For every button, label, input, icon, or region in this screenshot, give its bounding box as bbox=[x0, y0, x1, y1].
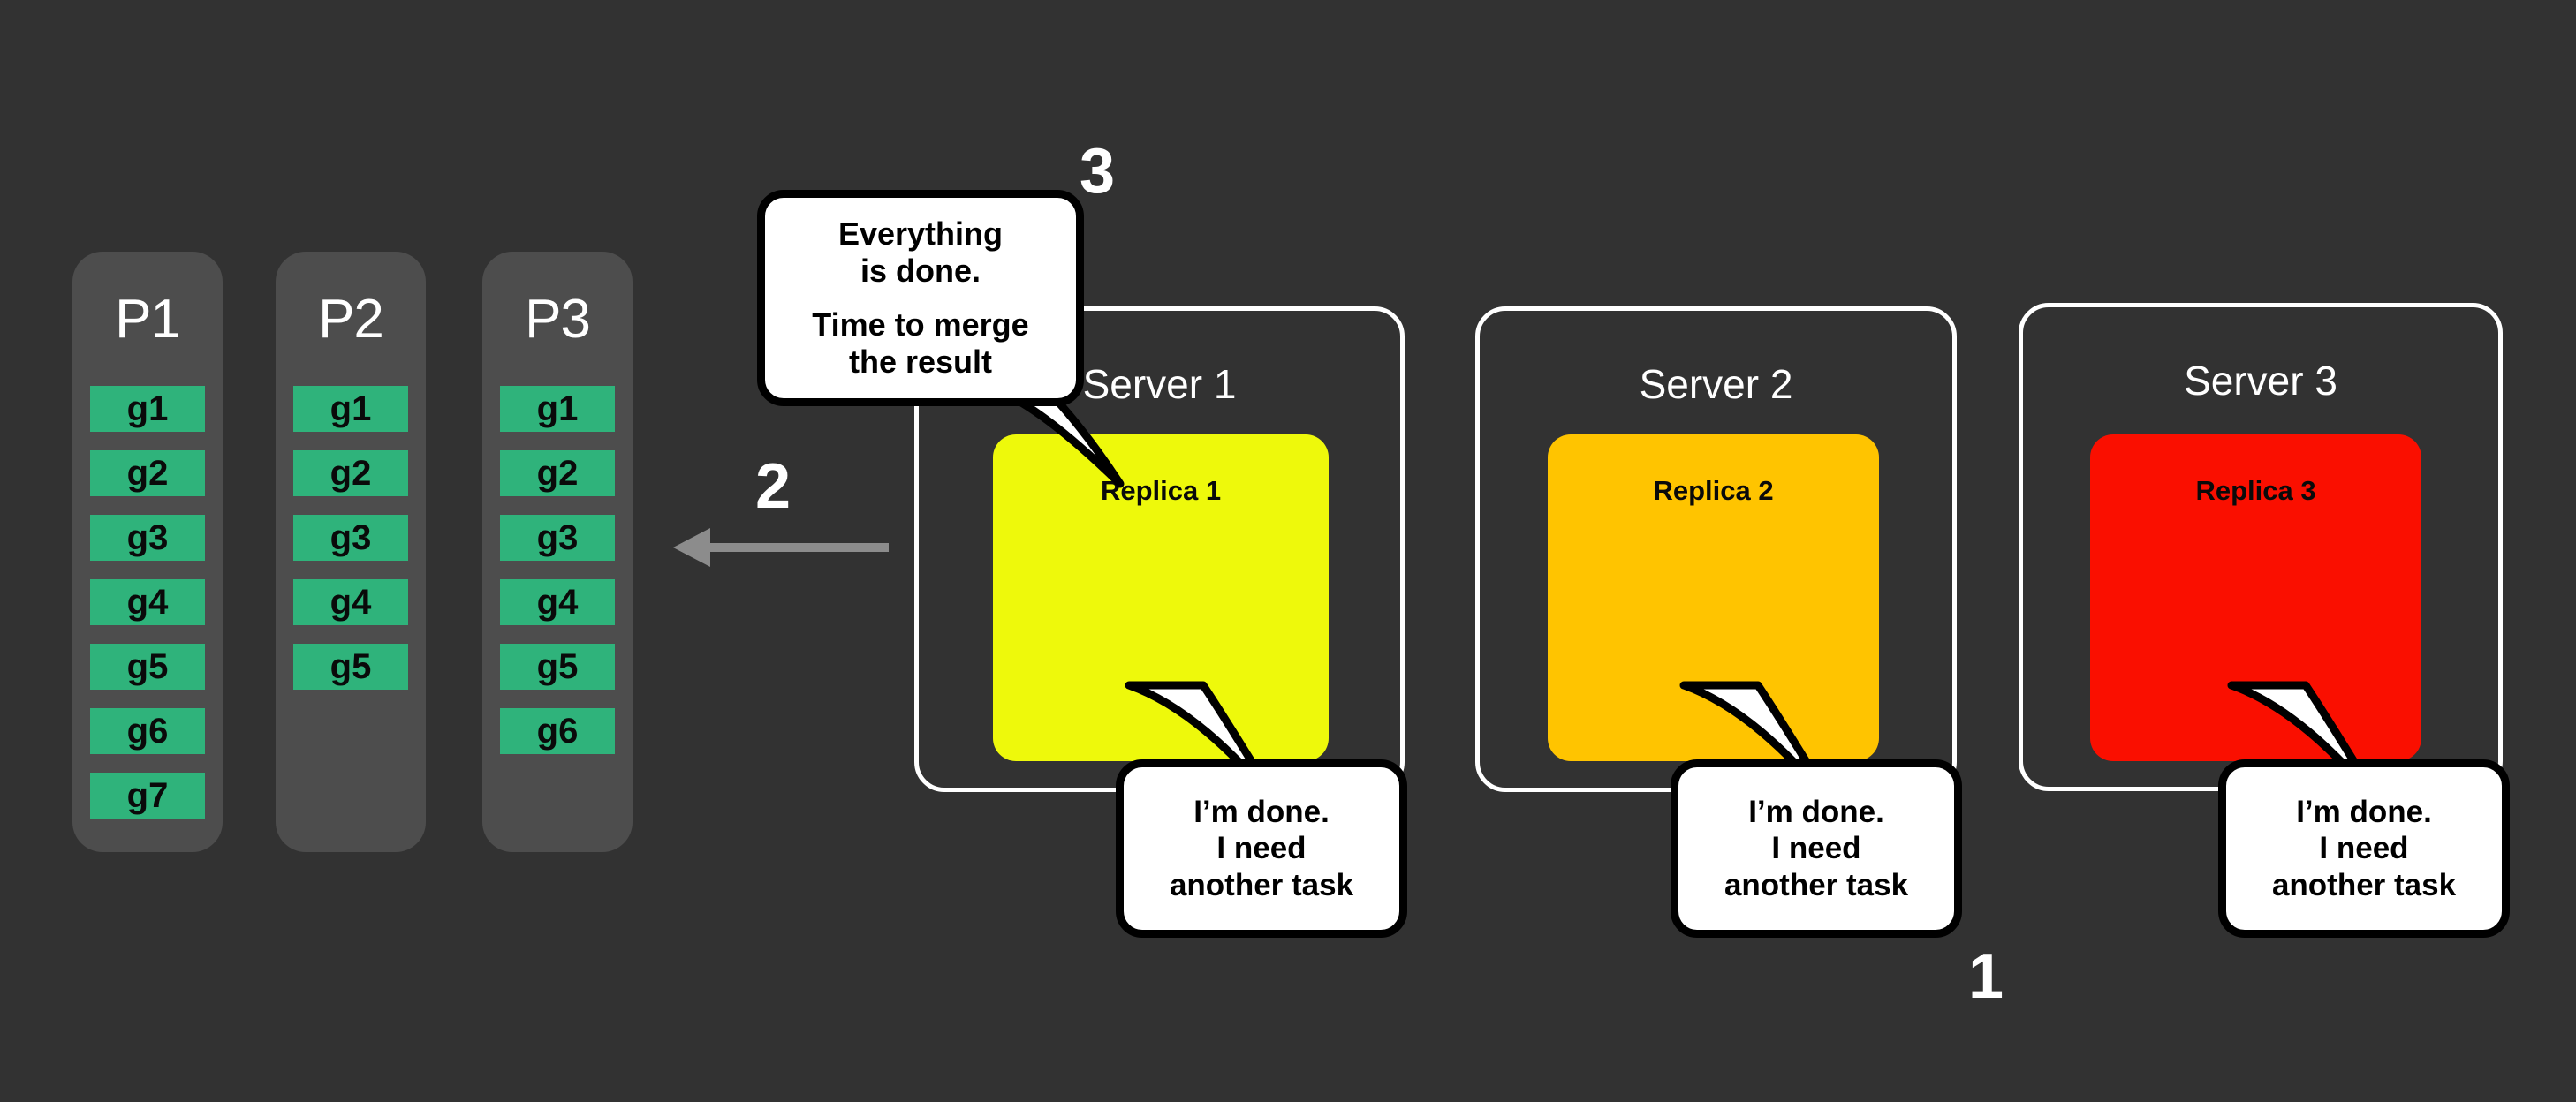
chunk-p1-g6: g6 bbox=[90, 708, 205, 754]
done-speech-bubble-1: I’m done. I need another task bbox=[1116, 759, 1407, 938]
merge-speech-bubble: Everything is done. Time to merge the re… bbox=[757, 190, 1084, 406]
merge-bubble-line-1: Everything bbox=[837, 215, 1004, 252]
replica-label-2: Replica 2 bbox=[1653, 475, 1774, 506]
step-number-1: 1 bbox=[1968, 941, 2004, 1012]
merge-bubble-line-3: Time to merge bbox=[812, 306, 1029, 343]
chunk-p1-g4: g4 bbox=[90, 579, 205, 625]
partition-column-p2: P2 g1 g2 g3 g4 g5 bbox=[276, 252, 426, 852]
done-bubble-2-line-3: another task bbox=[1724, 867, 1909, 902]
replica-label-3: Replica 3 bbox=[2195, 475, 2316, 506]
replica-box-1: Replica 1 bbox=[993, 434, 1329, 761]
merge-bubble-line-2: is done. bbox=[860, 253, 981, 290]
chunk-p1-g7: g7 bbox=[90, 773, 205, 819]
done-speech-bubble-2: I’m done. I need another task bbox=[1671, 759, 1962, 938]
chunk-p2-g2: g2 bbox=[293, 450, 408, 496]
server-label-3: Server 3 bbox=[2184, 358, 2337, 404]
done-bubble-1-line-1: I’m done. bbox=[1193, 795, 1330, 830]
step-number-3: 3 bbox=[1080, 136, 1116, 207]
chunk-p2-g4: g4 bbox=[293, 579, 408, 625]
chunk-p2-g3: g3 bbox=[293, 515, 408, 561]
chunk-p1-g5: g5 bbox=[90, 644, 205, 690]
done-bubble-3-line-3: another task bbox=[2271, 867, 2457, 902]
done-bubble-2-line-1: I’m done. bbox=[1748, 795, 1884, 830]
step-number-2: 2 bbox=[755, 451, 792, 522]
done-bubble-1-line-3: another task bbox=[1169, 867, 1354, 902]
chunk-p3-g2: g2 bbox=[500, 450, 615, 496]
partition-label-p2: P2 bbox=[318, 289, 384, 350]
chunk-p3-g3: g3 bbox=[500, 515, 615, 561]
partition-column-p3: P3 g1 g2 g3 g4 g5 g6 bbox=[482, 252, 633, 852]
chunk-p3-g1: g1 bbox=[500, 386, 615, 432]
done-bubble-3-line-2: I need bbox=[2319, 831, 2409, 866]
chunk-p3-g6: g6 bbox=[500, 708, 615, 754]
chunk-p1-g1: g1 bbox=[90, 386, 205, 432]
chunk-p2-g1: g1 bbox=[293, 386, 408, 432]
partition-label-p3: P3 bbox=[525, 289, 591, 350]
replica-box-2: Replica 2 bbox=[1548, 434, 1879, 761]
chunk-p1-g2: g2 bbox=[90, 450, 205, 496]
partition-column-p1: P1 g1 g2 g3 g4 g5 g6 g7 bbox=[72, 252, 223, 852]
server-label-2: Server 2 bbox=[1639, 361, 1793, 407]
partition-label-p1: P1 bbox=[115, 289, 181, 350]
done-bubble-3-line-1: I’m done. bbox=[2296, 795, 2432, 830]
chunk-p1-g3: g3 bbox=[90, 515, 205, 561]
done-bubble-1-line-2: I need bbox=[1216, 831, 1307, 866]
replica-box-3: Replica 3 bbox=[2090, 434, 2421, 761]
chunk-p3-g5: g5 bbox=[500, 644, 615, 690]
done-speech-bubble-3: I’m done. I need another task bbox=[2218, 759, 2510, 938]
chunk-p3-g4: g4 bbox=[500, 579, 615, 625]
done-bubble-2-line-2: I need bbox=[1771, 831, 1861, 866]
merge-bubble-line-4: the result bbox=[848, 343, 993, 380]
merge-arrow-icon bbox=[673, 528, 889, 567]
server-label-1: Server 1 bbox=[1082, 361, 1237, 407]
chunk-p2-g5: g5 bbox=[293, 644, 408, 690]
